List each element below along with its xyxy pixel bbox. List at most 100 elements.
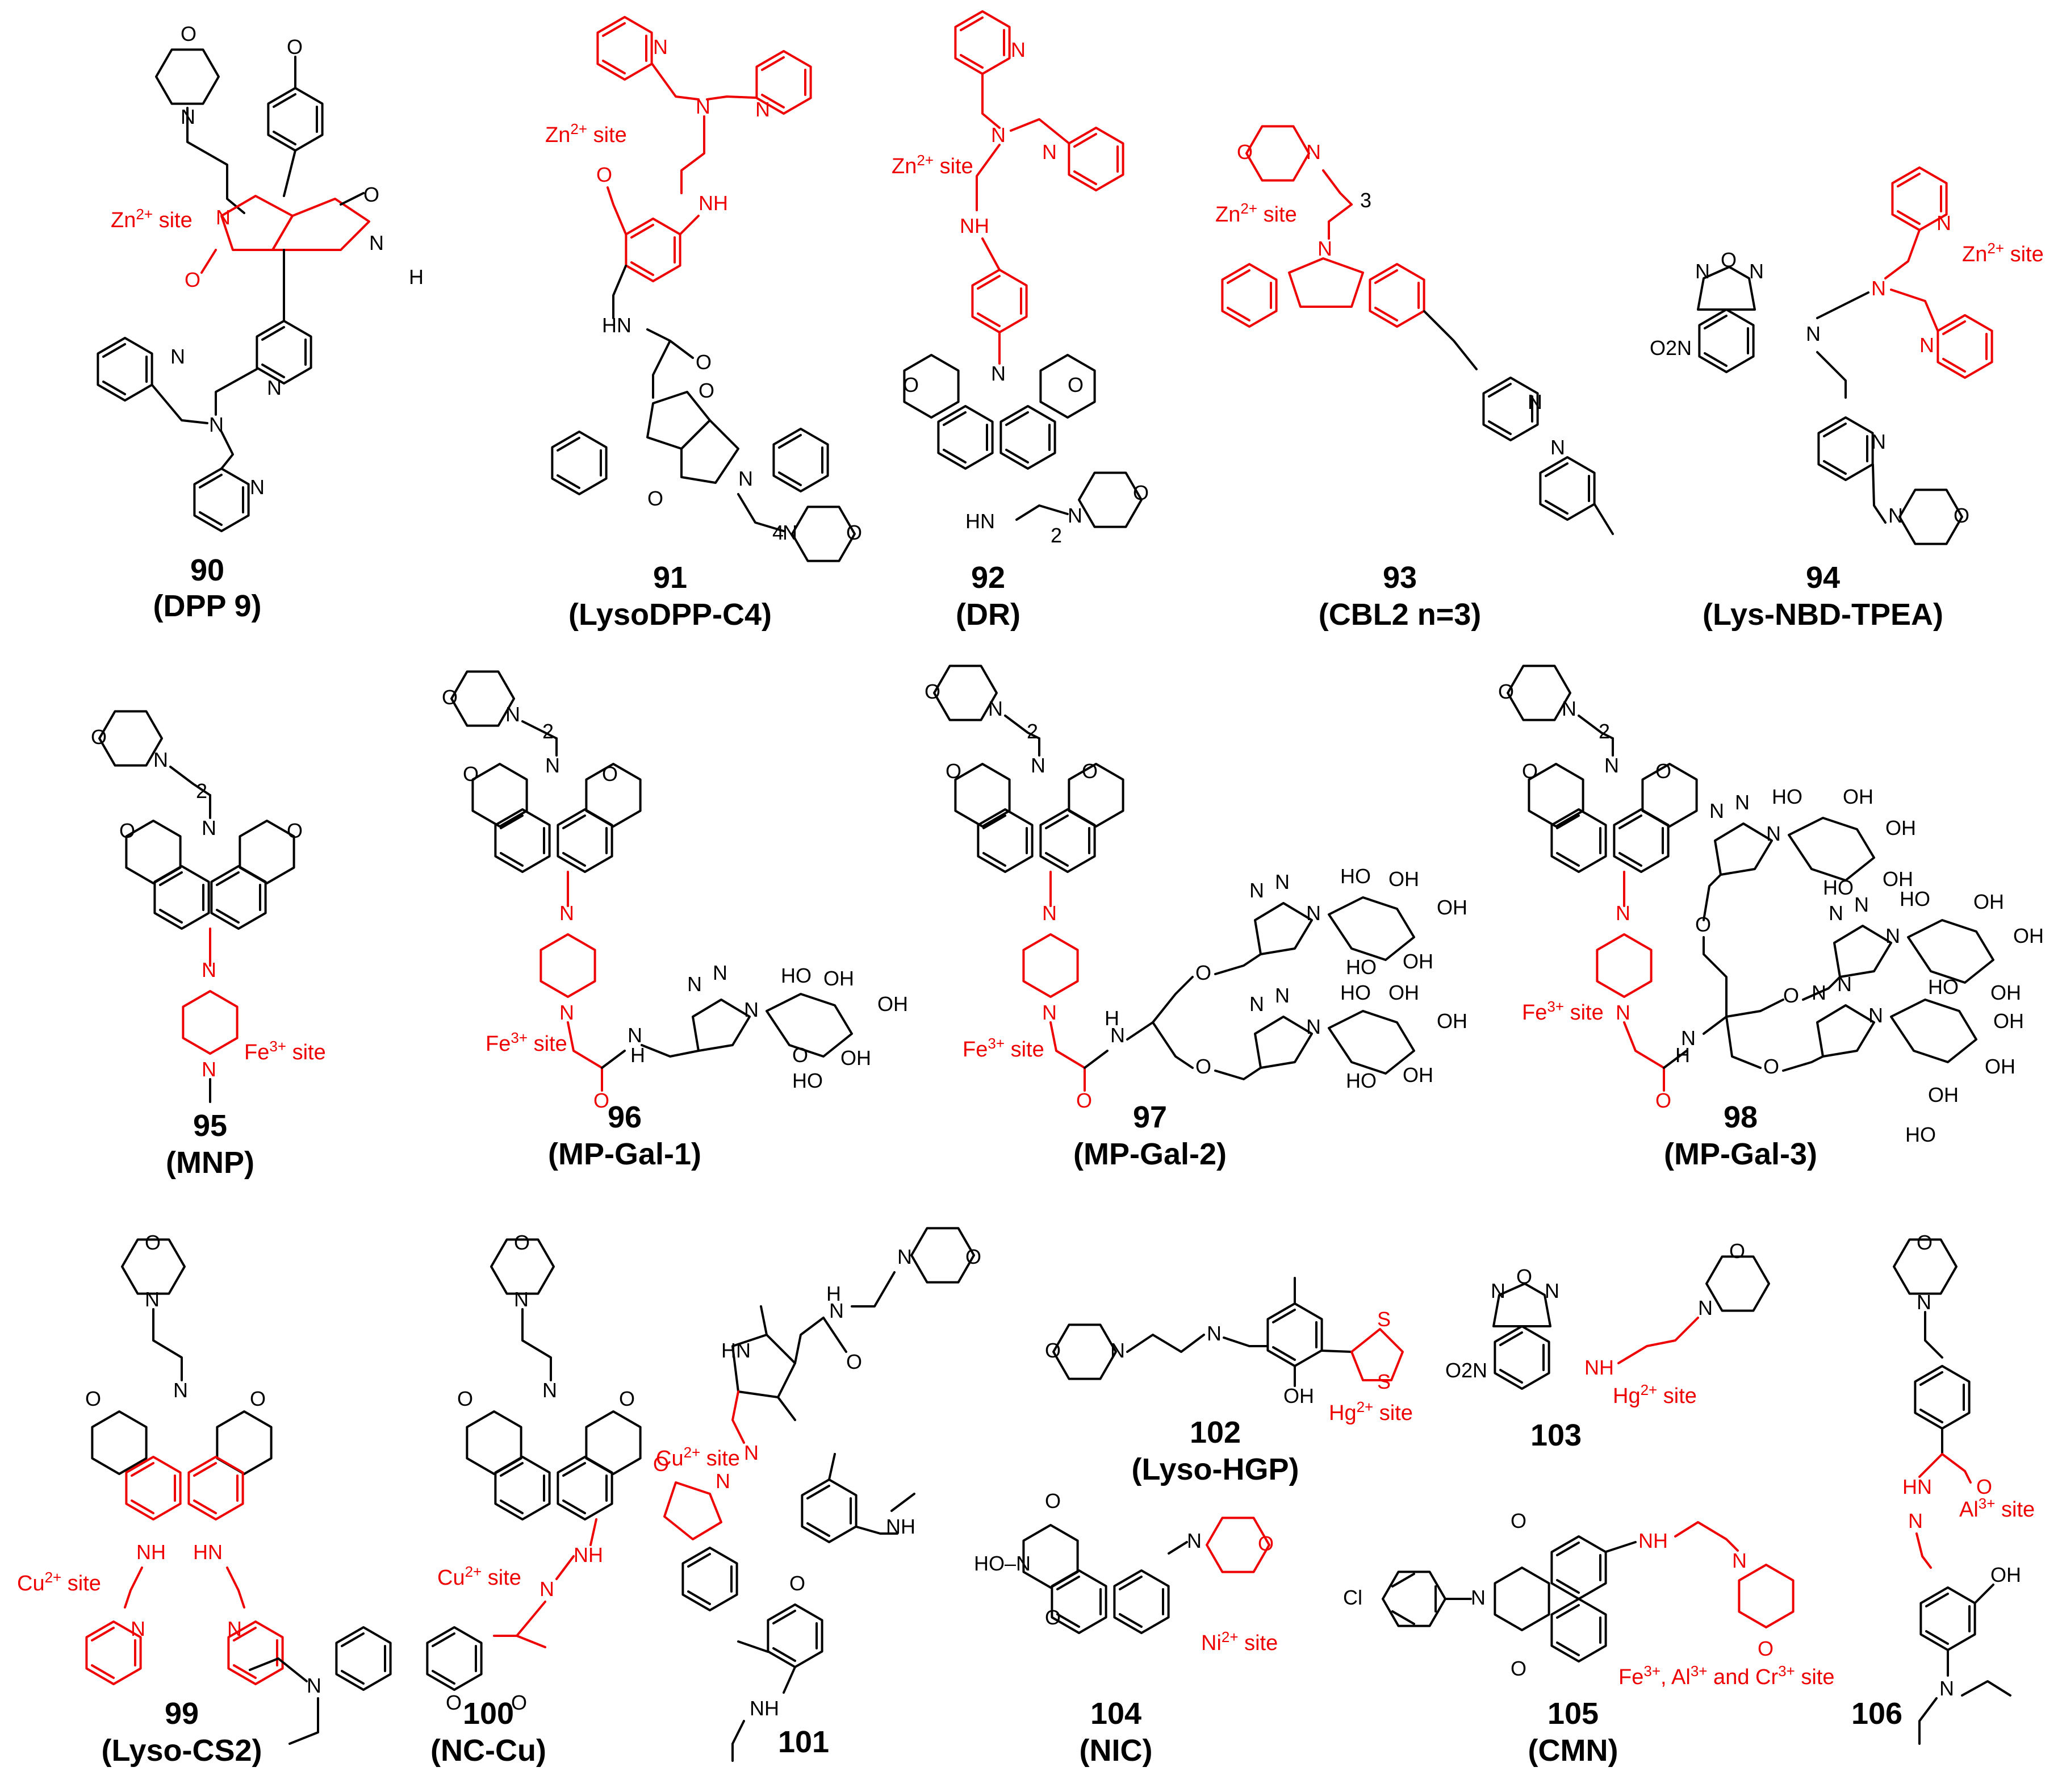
atom-n: N <box>1306 140 1321 164</box>
atom-ho-n: HO–N <box>974 1552 1031 1575</box>
atom-o: O <box>85 1387 101 1410</box>
atom-n: N <box>1471 1586 1486 1609</box>
compound-96: O N 2 N O O N N O H N N N N HO OH OH OH … <box>442 670 908 1171</box>
atom-n: N <box>559 901 574 925</box>
atom-o: O <box>1763 1055 1779 1078</box>
compound-number: 95 <box>193 1109 227 1143</box>
atom-oh: OH <box>1883 867 1913 891</box>
atom-o: O <box>91 725 107 749</box>
atom-ho: HO <box>1928 975 1959 999</box>
atom-n: N <box>1042 901 1057 925</box>
atom-o: O <box>1082 759 1098 783</box>
site-label: Cu2+ site <box>656 1444 740 1471</box>
compound-number: 93 <box>1383 561 1417 595</box>
compound-101: O N N H O HN N N O O NH NH Cu2+ site 101 <box>653 1227 981 1762</box>
atom-o: O <box>1655 759 1671 783</box>
atom-s: S <box>1377 1370 1391 1393</box>
atom-o: O <box>1516 1265 1532 1288</box>
atom-n: N <box>1917 1290 1931 1314</box>
atom-oh: OH <box>1928 1083 1959 1106</box>
atom-o: O <box>789 1572 805 1595</box>
atom-n: N <box>1068 504 1082 527</box>
atom-o: O <box>792 1043 808 1067</box>
atom-o: O <box>1695 913 1711 936</box>
atom-n: N <box>1306 901 1321 925</box>
atom-o: O <box>1758 1637 1774 1660</box>
compound-number: 103 <box>1530 1418 1582 1452</box>
atom-oh: OH <box>840 1046 871 1070</box>
atom-o: O <box>965 1245 981 1268</box>
atom-n: N <box>145 1288 160 1311</box>
atom-o: O <box>514 1231 530 1254</box>
atom-n: N <box>738 467 753 490</box>
atom-n: N <box>1616 901 1630 925</box>
atom-o: O <box>1783 984 1799 1007</box>
atom-oh: OH <box>1403 1063 1433 1087</box>
atom-n: N <box>1550 436 1565 459</box>
compound-102: O N N OH S S Hg2+ site 102 (Lyso-HGP) <box>1045 1277 1413 1486</box>
atom-o: O <box>946 759 961 783</box>
atom-oh: OH <box>1437 1009 1467 1033</box>
atom-n2: 2 <box>196 779 207 803</box>
compound-number: 100 <box>463 1697 514 1731</box>
atom-n: N <box>202 816 216 839</box>
atom-nh: NH <box>886 1515 915 1538</box>
atom-n: N <box>1732 1549 1747 1572</box>
atom-ho: HO <box>1905 1123 1936 1146</box>
atom-n: N <box>514 1288 529 1311</box>
atom-n: N <box>696 95 710 118</box>
atom-n: N <box>1317 237 1332 260</box>
atom-n: N <box>1249 879 1264 902</box>
atom-h: H <box>1105 1006 1119 1030</box>
atom-o: O <box>699 379 714 402</box>
atom-o: O <box>1045 1606 1061 1629</box>
atom-n: N <box>170 345 185 368</box>
atom-nh: NH <box>1584 1356 1614 1379</box>
compound-number: 91 <box>653 561 687 595</box>
compound-93: O N 3 N N N Zn2+ site 93 (CBL2 n=3) <box>1215 125 1614 632</box>
atom-o: O <box>463 762 479 786</box>
compound-number: 94 <box>1806 561 1840 595</box>
atom-n: N <box>267 376 282 399</box>
atom-n: N <box>173 1379 188 1402</box>
atom-o: O <box>1729 1239 1745 1263</box>
atom-n: N <box>1885 924 1900 947</box>
atom-o: O <box>181 22 196 45</box>
atom-ho: HO <box>1346 955 1377 979</box>
atom-n: N <box>1868 1004 1883 1027</box>
atom-o: O <box>925 680 940 703</box>
compound-number: 99 <box>165 1697 199 1731</box>
atom-n: N <box>202 958 216 981</box>
atom-n: N <box>559 1001 574 1024</box>
atom-hn: HN <box>193 1540 223 1564</box>
atom-ho: HO <box>1340 864 1371 888</box>
atom-o: O <box>287 819 303 842</box>
compound-number: 101 <box>778 1725 829 1759</box>
atom-o: O <box>1258 1532 1274 1555</box>
atom-o: O <box>1195 961 1211 984</box>
compound-98: O N 2 N O O N N O N H O O O N N N N <box>1498 665 2044 1171</box>
atom-ho: HO <box>792 1069 823 1092</box>
atom-oh: OH <box>1885 816 1916 839</box>
atom-n: N <box>716 1469 730 1493</box>
atom-o: O <box>1195 1055 1211 1078</box>
atom-n: N <box>202 1058 216 1081</box>
atom-oh: OH <box>1990 1563 2021 1586</box>
compound-name: (NIC) <box>1080 1733 1153 1768</box>
atom-oh: OH <box>877 992 908 1016</box>
atom-n: N <box>1698 1296 1713 1319</box>
compound-106: O N O HN N OH N Al3+ site 106 <box>1851 1231 2035 1745</box>
compound-94: N N N N N O N O2N N N O Zn2+ site 94 (Ly… <box>1650 166 2044 632</box>
compound-number: 104 <box>1090 1697 1141 1731</box>
atom-n: N <box>545 754 560 777</box>
atom-o: O <box>1917 1231 1933 1254</box>
atom-nh: NH <box>574 1543 603 1567</box>
atom-o: O <box>1976 1475 1992 1498</box>
atom-n: N <box>713 961 727 984</box>
atom-o: O <box>250 1387 266 1410</box>
compound-number: 90 <box>190 553 224 587</box>
atom-n: N <box>783 521 797 544</box>
atom-o: O <box>1511 1657 1526 1680</box>
site-label: Al3+ site <box>1959 1495 2035 1522</box>
atom-n: N <box>1528 390 1542 413</box>
